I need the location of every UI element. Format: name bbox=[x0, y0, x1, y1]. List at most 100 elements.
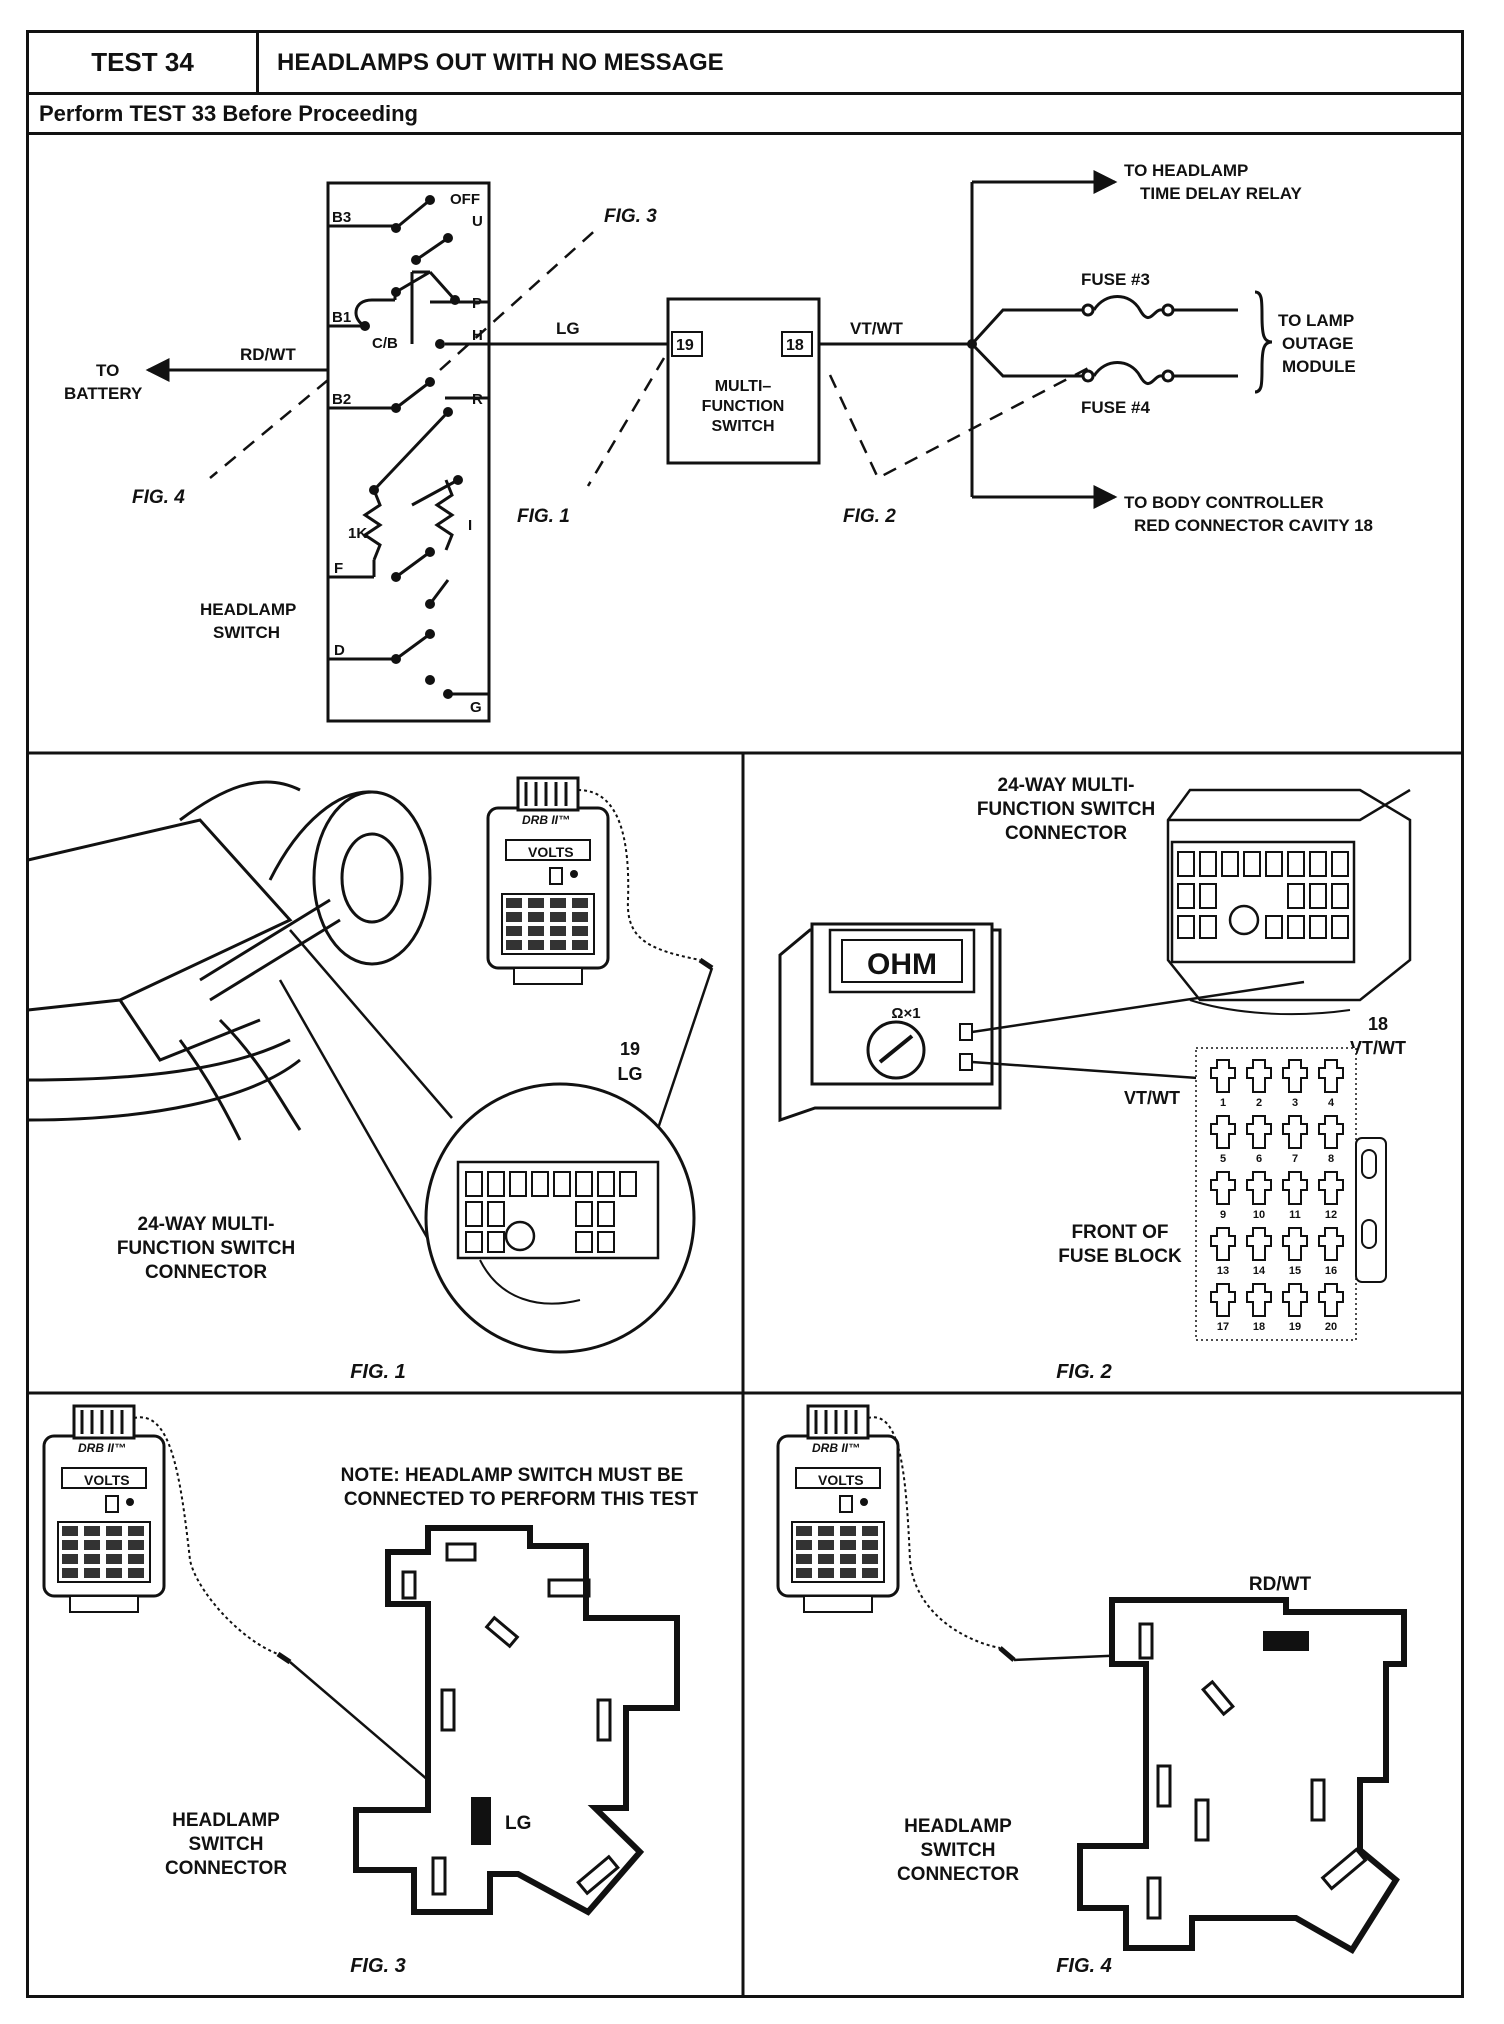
fuse-number: 11 bbox=[1289, 1209, 1301, 1221]
svg-text:F: F bbox=[334, 560, 343, 577]
fig2-wire-label: VT/WT bbox=[1350, 1038, 1406, 1058]
fig3-tool-display: VOLTS bbox=[84, 1472, 130, 1488]
fuse-number: 3 bbox=[1292, 1097, 1298, 1109]
fig3-wire-label: LG bbox=[505, 1813, 531, 1834]
svg-text:SWITCH: SWITCH bbox=[921, 1840, 996, 1861]
svg-text:RD/WT: RD/WT bbox=[240, 345, 296, 364]
battery-feed: RD/WT TO BATTERY bbox=[64, 345, 328, 403]
fuse-slot bbox=[1282, 1283, 1308, 1317]
fuse-number: 4 bbox=[1328, 1097, 1335, 1109]
fuse-number: 7 bbox=[1292, 1153, 1298, 1165]
svg-text:FRONT OF: FRONT OF bbox=[1071, 1222, 1168, 1243]
fuse-slot bbox=[1246, 1059, 1272, 1093]
fuse-number: 8 bbox=[1328, 1153, 1334, 1165]
svg-text:LG: LG bbox=[556, 319, 580, 338]
fig1-tool-brand: DRB II™ bbox=[522, 813, 570, 827]
switch-label: HEADLAMP SWITCH bbox=[200, 600, 296, 642]
svg-text:1K: 1K bbox=[348, 525, 367, 542]
fig3-tool-brand: DRB II™ bbox=[78, 1441, 126, 1455]
fuse-number: 19 bbox=[1289, 1321, 1301, 1333]
fuse-number: 17 bbox=[1217, 1321, 1229, 1333]
fig4-connector-label: HEADLAMP SWITCH CONNECTOR bbox=[897, 1816, 1019, 1885]
fuse-slot bbox=[1210, 1283, 1236, 1317]
svg-text:CONNECTED TO PERFORM THIS TEST: CONNECTED TO PERFORM THIS TEST bbox=[344, 1489, 699, 1510]
fig2-panel: 24-WAY MULTI- FUNCTION SWITCH CONNECTOR … bbox=[778, 775, 1412, 1383]
svg-text:FIG. 1: FIG. 1 bbox=[517, 506, 570, 527]
fuse-number: 5 bbox=[1220, 1153, 1226, 1165]
schematic: B3 B1 B2 F D OFF U P H R I G C/B 1K HEAD… bbox=[64, 161, 1373, 723]
svg-text:HEADLAMP: HEADLAMP bbox=[200, 600, 296, 619]
fuse-slot bbox=[1318, 1115, 1344, 1149]
header-bar: TEST 34 HEADLAMPS OUT WITH NO MESSAGE bbox=[29, 33, 1461, 95]
fig3-switch-connector bbox=[353, 1525, 680, 1916]
panel-dividers bbox=[26, 751, 1464, 1998]
svg-text:U: U bbox=[472, 213, 483, 230]
figure-callouts: FIG. 3 FIG. 4 FIG. 1 FIG. 2 bbox=[132, 206, 1097, 527]
fig2-fuse-block-label: FRONT OF FUSE BLOCK bbox=[1058, 1222, 1182, 1267]
fuse-number: 15 bbox=[1289, 1265, 1301, 1277]
test-subtitle: Perform TEST 33 Before Proceeding bbox=[29, 95, 1461, 135]
fig4-switch-connector bbox=[1077, 1597, 1407, 1955]
svg-text:C/B: C/B bbox=[372, 335, 398, 352]
svg-text:TIME DELAY RELAY: TIME DELAY RELAY bbox=[1140, 184, 1303, 203]
fuse-slot bbox=[1246, 1171, 1272, 1205]
fuse-slot bbox=[1210, 1171, 1236, 1205]
vtwt-circuit bbox=[819, 170, 1273, 509]
fig2-meter-display: OHM bbox=[867, 948, 937, 981]
fuse-slot bbox=[1246, 1283, 1272, 1317]
fuse-slot bbox=[1282, 1227, 1308, 1261]
fuse-number: 13 bbox=[1217, 1265, 1229, 1277]
svg-text:R: R bbox=[472, 391, 483, 408]
svg-text:FIG. 4: FIG. 4 bbox=[132, 487, 185, 508]
svg-text:CONNECTOR: CONNECTOR bbox=[145, 1262, 267, 1283]
svg-text:VT/WT: VT/WT bbox=[850, 319, 903, 338]
svg-text:OUTAGE: OUTAGE bbox=[1282, 334, 1353, 353]
fuse-number: 2 bbox=[1256, 1097, 1262, 1109]
fig1-zoom-line bbox=[278, 979, 442, 1261]
fuse-slot bbox=[1246, 1227, 1272, 1261]
svg-text:SWITCH: SWITCH bbox=[213, 623, 280, 642]
svg-text:SWITCH: SWITCH bbox=[711, 418, 774, 435]
test-title: HEADLAMPS OUT WITH NO MESSAGE bbox=[277, 49, 724, 76]
svg-text:FIG. 2: FIG. 2 bbox=[843, 506, 896, 527]
lg-wire: LG bbox=[489, 319, 668, 346]
fuse-slot bbox=[1318, 1059, 1344, 1093]
svg-text:CONNECTOR: CONNECTOR bbox=[165, 1858, 287, 1879]
svg-text:FUNCTION SWITCH: FUNCTION SWITCH bbox=[117, 1238, 295, 1259]
svg-text:FUNCTION: FUNCTION bbox=[702, 398, 785, 415]
svg-text:FUSE #4: FUSE #4 bbox=[1081, 398, 1151, 417]
fig2-caption: FIG. 2 bbox=[1056, 1361, 1112, 1383]
svg-text:TO BODY CONTROLLER: TO BODY CONTROLLER bbox=[1124, 493, 1324, 512]
fuse-slot bbox=[1210, 1227, 1236, 1261]
fig3-panel: DRB II™ VOLTS NOTE: HEADLAMP SWITCH MUST… bbox=[42, 1404, 699, 1977]
fuse-number: 1 bbox=[1220, 1097, 1226, 1109]
fig1-wire-label: LG bbox=[618, 1064, 643, 1084]
svg-text:FUSE BLOCK: FUSE BLOCK bbox=[1058, 1246, 1182, 1267]
svg-text:B2: B2 bbox=[332, 391, 351, 408]
fuse-number: 12 bbox=[1325, 1209, 1337, 1221]
multifunction-switch: 19 18 MULTI– FUNCTION SWITCH bbox=[666, 297, 821, 465]
svg-text:TO HEADLAMP: TO HEADLAMP bbox=[1124, 161, 1248, 180]
fig1-scan-tool bbox=[486, 776, 610, 986]
svg-text:TO LAMP: TO LAMP bbox=[1278, 311, 1354, 330]
svg-text:TO: TO bbox=[96, 361, 119, 380]
headlamp-switch bbox=[326, 181, 491, 723]
fuse-slot bbox=[1210, 1059, 1236, 1093]
svg-text:I: I bbox=[468, 517, 472, 534]
svg-text:P: P bbox=[472, 295, 482, 312]
fig4-tool-brand: DRB II™ bbox=[812, 1441, 860, 1455]
svg-text:CONNECTOR: CONNECTOR bbox=[1005, 823, 1127, 844]
fig2-fuse-wire-label: VT/WT bbox=[1124, 1088, 1180, 1108]
svg-text:FIG. 3: FIG. 3 bbox=[604, 206, 657, 227]
test-page: TEST 34 HEADLAMPS OUT WITH NO MESSAGE Pe… bbox=[26, 30, 1464, 1998]
steering-column bbox=[27, 780, 432, 1141]
fig1-caption: FIG. 1 bbox=[350, 1361, 406, 1383]
svg-text:HEADLAMP: HEADLAMP bbox=[172, 1810, 280, 1831]
fig3-scan-tool bbox=[42, 1404, 166, 1614]
fig3-note: NOTE: HEADLAMP SWITCH MUST BE CONNECTED … bbox=[341, 1465, 699, 1510]
fig4-tool-display: VOLTS bbox=[818, 1472, 864, 1488]
svg-text:SWITCH: SWITCH bbox=[189, 1834, 264, 1855]
fuse-number: 6 bbox=[1256, 1153, 1262, 1165]
